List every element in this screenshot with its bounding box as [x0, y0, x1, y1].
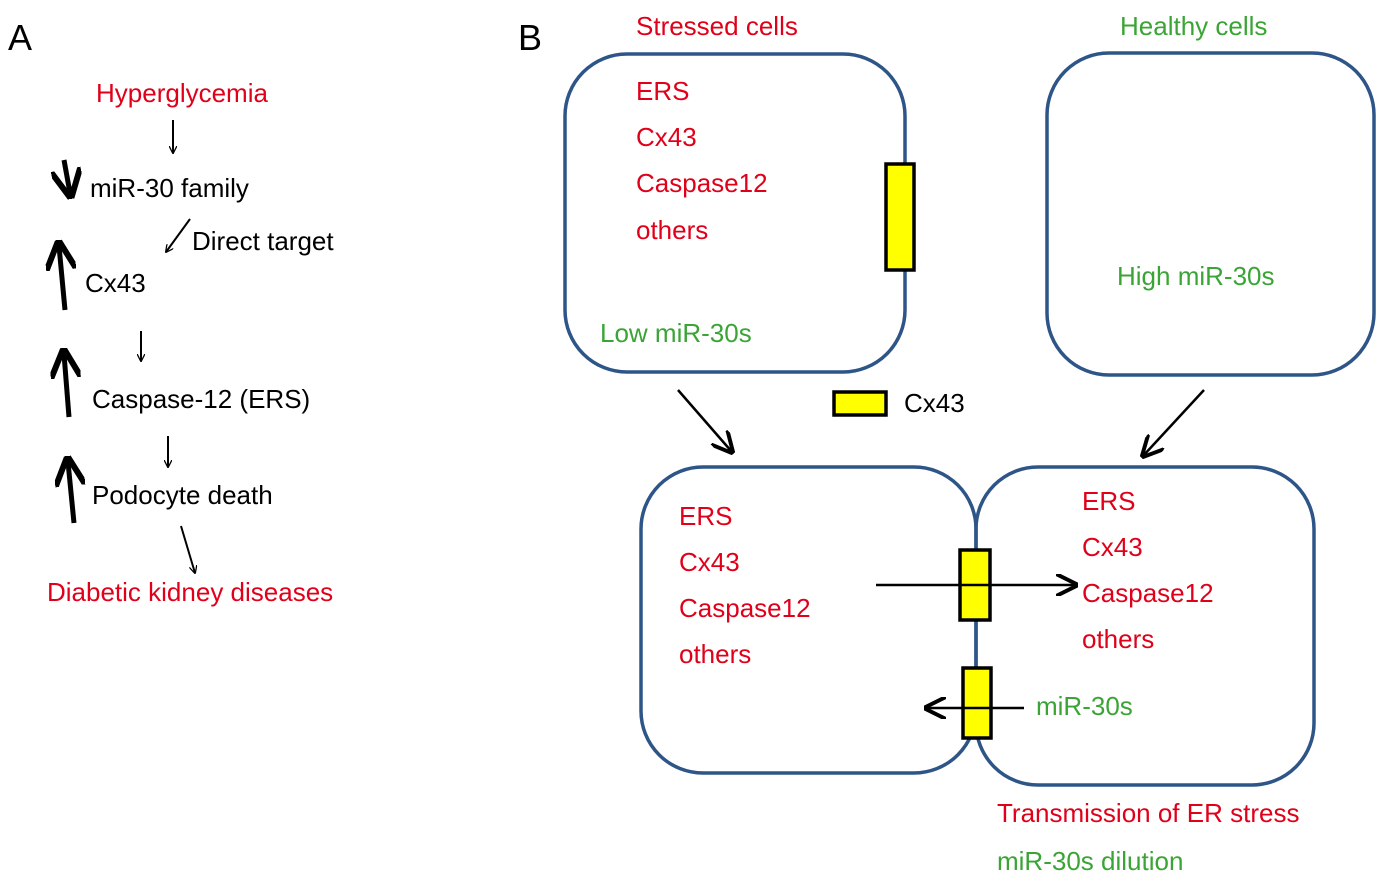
coupled-left-others-label: others: [679, 639, 751, 669]
down-regulation-arrow-mir30: [64, 159, 70, 193]
coupled-left-ers-label: ERS: [679, 501, 732, 531]
cx43-label: Cx43: [85, 268, 146, 298]
arrow-podocyte-death-to-dkd: [180, 525, 195, 573]
coupled-right-mir30s-label: miR-30s: [1036, 691, 1133, 721]
coupled-right-caspase12-label: Caspase12: [1082, 578, 1214, 608]
arrow-stressed-to-coupled: [677, 389, 732, 452]
coupled-left-cx43-label: Cx43: [679, 547, 740, 577]
coupled-gap-junction-lower: [961, 666, 993, 740]
dilution-caption: miR-30s dilution: [997, 846, 1183, 876]
panel-b: B Stressed cells ERS Cx43 Caspase12 othe…: [518, 11, 1376, 876]
coupled-left-caspase12-label: Caspase12: [679, 593, 811, 623]
podocyte-death-label: Podocyte death: [92, 480, 273, 510]
coupled-right-ers-label: ERS: [1082, 486, 1135, 516]
caspase12-ers-label: Caspase-12 (ERS): [92, 384, 310, 414]
stressed-cell-gap-junction: [884, 162, 916, 272]
hyperglycemia-label: Hyperglycemia: [96, 78, 268, 108]
high-mir30s-label: High miR-30s: [1117, 261, 1275, 291]
healthy-cell-outline: [1045, 51, 1376, 377]
dkd-label: Diabetic kidney diseases: [47, 577, 333, 607]
stressed-caspase12-label: Caspase12: [636, 168, 768, 198]
stressed-cells-title: Stressed cells: [636, 11, 798, 41]
stressed-cx43-label: Cx43: [636, 122, 697, 152]
up-regulation-arrow-cx43: [59, 246, 65, 311]
arrow-mir30-to-cx43: [166, 218, 191, 252]
arrow-healthy-to-coupled: [1143, 389, 1205, 456]
low-mir30s-label: Low miR-30s: [600, 318, 752, 348]
panel-a: A Hyperglycemia miR-30 family Direct tar…: [8, 17, 334, 607]
up-regulation-arrow-caspase12: [64, 354, 69, 418]
panel-a-letter: A: [8, 17, 32, 58]
legend-gap-junction-symbol: [832, 390, 888, 417]
transmission-caption: Transmission of ER stress: [997, 798, 1299, 828]
stressed-ers-label: ERS: [636, 76, 689, 106]
mir30-family-label: miR-30 family: [90, 173, 249, 203]
coupled-right-cell-outline: [974, 465, 1316, 787]
up-regulation-arrow-podocyte-death: [68, 462, 74, 524]
coupled-right-cx43-label: Cx43: [1082, 532, 1143, 562]
panel-b-letter: B: [518, 17, 542, 58]
direct-target-label: Direct target: [192, 226, 334, 256]
legend-cx43-label: Cx43: [904, 388, 965, 418]
healthy-cells-title: Healthy cells: [1120, 11, 1267, 41]
coupled-right-others-label: others: [1082, 624, 1154, 654]
stressed-others-label: others: [636, 215, 708, 245]
